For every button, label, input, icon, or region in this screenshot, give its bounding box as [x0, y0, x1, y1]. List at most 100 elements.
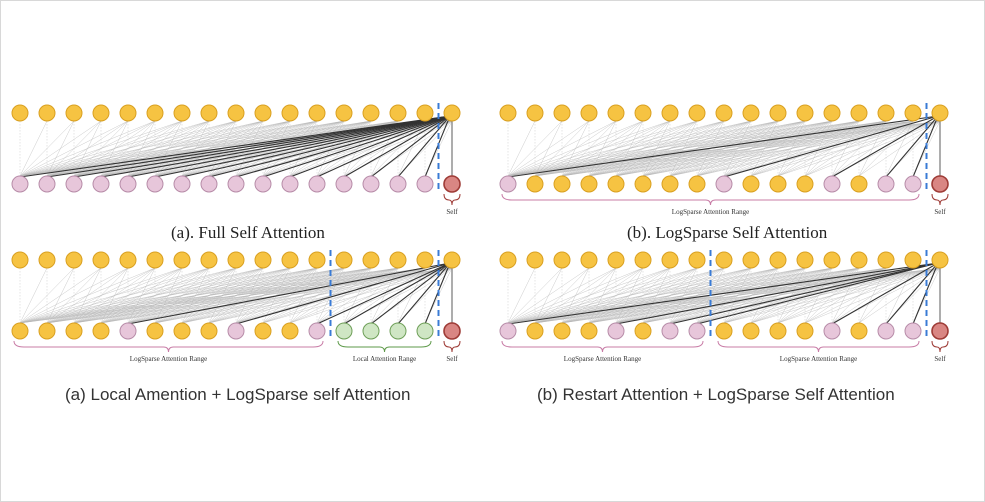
caption-logsparse-self-attention: (b). LogSparse Self Attention — [627, 223, 828, 242]
dense-edges — [19, 267, 453, 324]
attention-edge — [19, 120, 345, 177]
range-brace — [337, 340, 432, 353]
key-node-past — [904, 322, 922, 340]
key-node-skipped — [580, 175, 598, 193]
query-node — [227, 104, 245, 122]
attention-edge — [73, 267, 453, 324]
key-node-past — [11, 175, 29, 193]
query-node — [92, 104, 110, 122]
key-node-past — [904, 175, 922, 193]
query-node — [362, 251, 380, 269]
query-node — [580, 251, 598, 269]
range-brace — [717, 340, 920, 353]
key-node-past — [173, 175, 191, 193]
attention-edge — [19, 267, 237, 324]
key-node-skipped — [796, 322, 814, 340]
selected-attention-edge — [507, 262, 939, 325]
query-node — [796, 104, 814, 122]
attention-edge — [750, 267, 941, 324]
attention-edge — [19, 267, 291, 324]
query-node — [553, 104, 571, 122]
selected-attention-edge — [235, 115, 451, 178]
attention-edge — [19, 120, 183, 177]
key-node-past — [416, 175, 434, 193]
query-node — [499, 104, 517, 122]
range-brace — [501, 340, 704, 353]
attention-edge — [19, 120, 210, 177]
query-node — [526, 104, 544, 122]
key-node-skipped — [634, 175, 652, 193]
key-node-self — [443, 322, 461, 340]
key-node-skipped — [769, 175, 787, 193]
attention-edge — [507, 120, 860, 177]
self-brace — [931, 193, 949, 206]
key-node-self — [931, 322, 949, 340]
attention-edge — [723, 267, 941, 324]
key-node-skipped — [661, 175, 679, 193]
key-node-past — [92, 175, 110, 193]
key-node-past — [335, 175, 353, 193]
self-brace — [443, 193, 461, 206]
attention-edge — [507, 267, 779, 324]
attention-edge — [507, 267, 617, 324]
attention-edge — [507, 120, 536, 177]
attention-edge — [19, 267, 210, 324]
attention-edge — [642, 120, 941, 177]
range-brace — [13, 340, 324, 353]
caption-full-self-attention: (a). Full Self Attention — [171, 223, 325, 242]
key-node-local — [335, 322, 353, 340]
key-node-past — [688, 322, 706, 340]
key-node-past — [499, 175, 517, 193]
query-node — [416, 104, 434, 122]
selected-attention-edge — [46, 115, 451, 178]
diagram-svg: Self — [11, 103, 461, 216]
attention-edge — [19, 120, 75, 177]
self-brace — [443, 340, 461, 353]
query-node — [65, 104, 83, 122]
strong-edges — [127, 262, 453, 325]
attention-edge — [507, 120, 644, 177]
attention-edge — [19, 120, 291, 177]
selected-attention-edge — [127, 262, 451, 325]
query-node — [11, 104, 29, 122]
key-node-skipped — [607, 175, 625, 193]
strong-edges — [507, 262, 941, 325]
attention-edge — [19, 267, 156, 324]
attention-edge — [507, 267, 536, 324]
attention-edge — [262, 267, 453, 324]
query-node — [200, 251, 218, 269]
query-node — [443, 251, 461, 269]
self-label: Self — [934, 208, 946, 216]
selected-attention-edge — [208, 115, 451, 178]
selected-attention-edge — [723, 115, 939, 178]
query-node — [850, 251, 868, 269]
attention-edge — [19, 120, 372, 177]
attention-edge — [642, 267, 941, 324]
range-label: Local Attention Range — [353, 355, 416, 363]
query-node — [173, 251, 191, 269]
selected-attention-edge — [289, 115, 451, 178]
attention-edge — [19, 267, 345, 324]
attention-edge — [507, 120, 563, 177]
key-node-skipped — [281, 322, 299, 340]
query-node — [119, 104, 137, 122]
attention-edge — [19, 267, 264, 324]
query-node — [526, 251, 544, 269]
attention-edge — [615, 120, 941, 177]
selected-attention-edge — [370, 262, 451, 325]
attention-edge — [19, 267, 129, 324]
key-node-skipped — [254, 322, 272, 340]
key-node-past — [877, 322, 895, 340]
query-node — [823, 251, 841, 269]
attention-edge — [507, 267, 671, 324]
key-node-skipped — [796, 175, 814, 193]
attention-edge — [19, 267, 453, 324]
query-node — [499, 251, 517, 269]
query-node — [769, 251, 787, 269]
attention-edge — [19, 267, 318, 324]
key-node-skipped — [65, 322, 83, 340]
attention-edge — [19, 120, 264, 177]
query-node — [904, 104, 922, 122]
self-brace — [931, 340, 949, 353]
